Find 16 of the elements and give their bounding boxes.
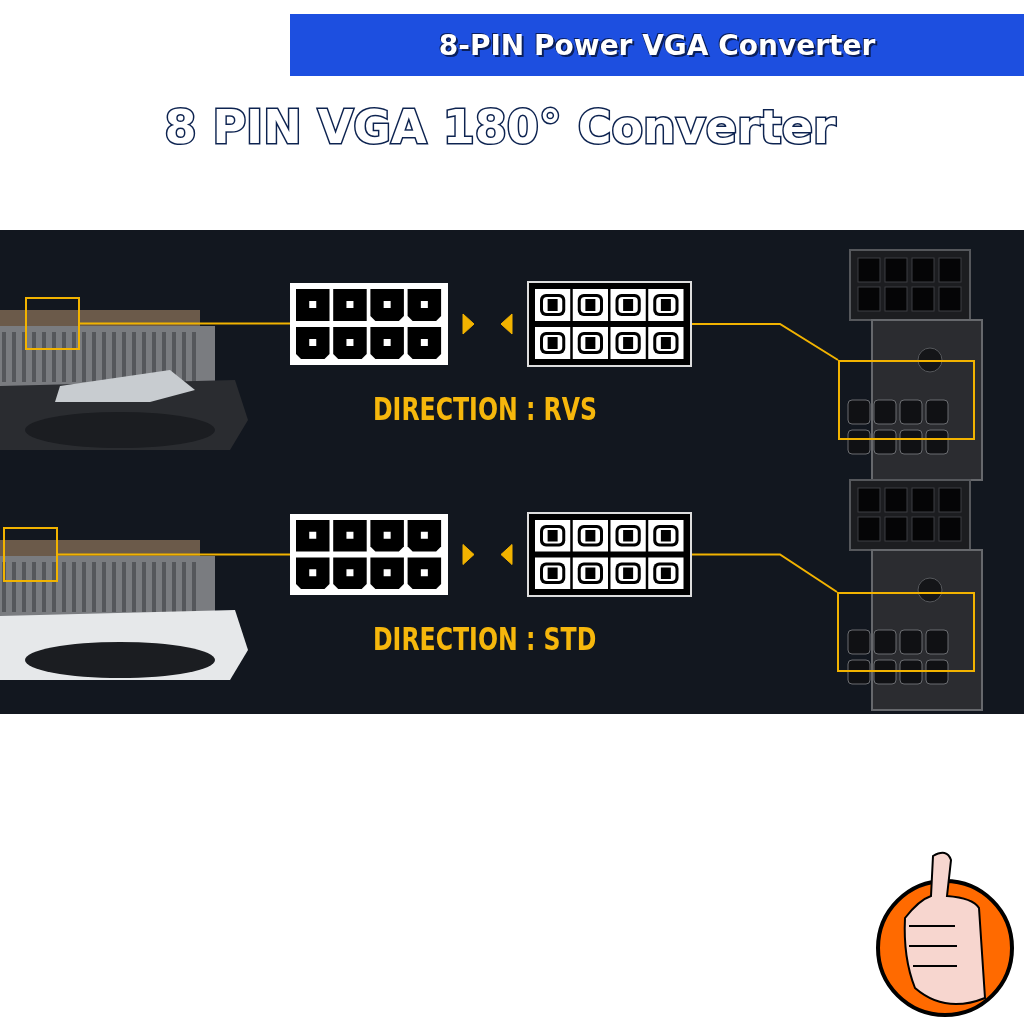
title-banner: 8-PIN Power VGA Converter	[290, 14, 1024, 76]
direction-label: DIRECTION : RVS	[373, 390, 598, 428]
direction-label: DIRECTION : STD	[373, 620, 597, 658]
pin-layout-diagram	[290, 283, 448, 365]
leader-line	[79, 322, 291, 325]
highlight-frame	[25, 297, 80, 350]
pin-layout-diagram	[527, 281, 692, 367]
highlight-frame	[837, 592, 975, 672]
highlight-frame	[838, 360, 975, 440]
leader-line	[691, 553, 838, 593]
leader-line	[691, 323, 839, 361]
leader-line	[57, 553, 291, 556]
pin-layout-diagram	[527, 512, 692, 597]
pin-layout-diagram	[290, 514, 448, 595]
subtitle-heading: 8 PIN VGA 180° Converter	[163, 100, 838, 154]
highlight-frame	[3, 527, 58, 582]
